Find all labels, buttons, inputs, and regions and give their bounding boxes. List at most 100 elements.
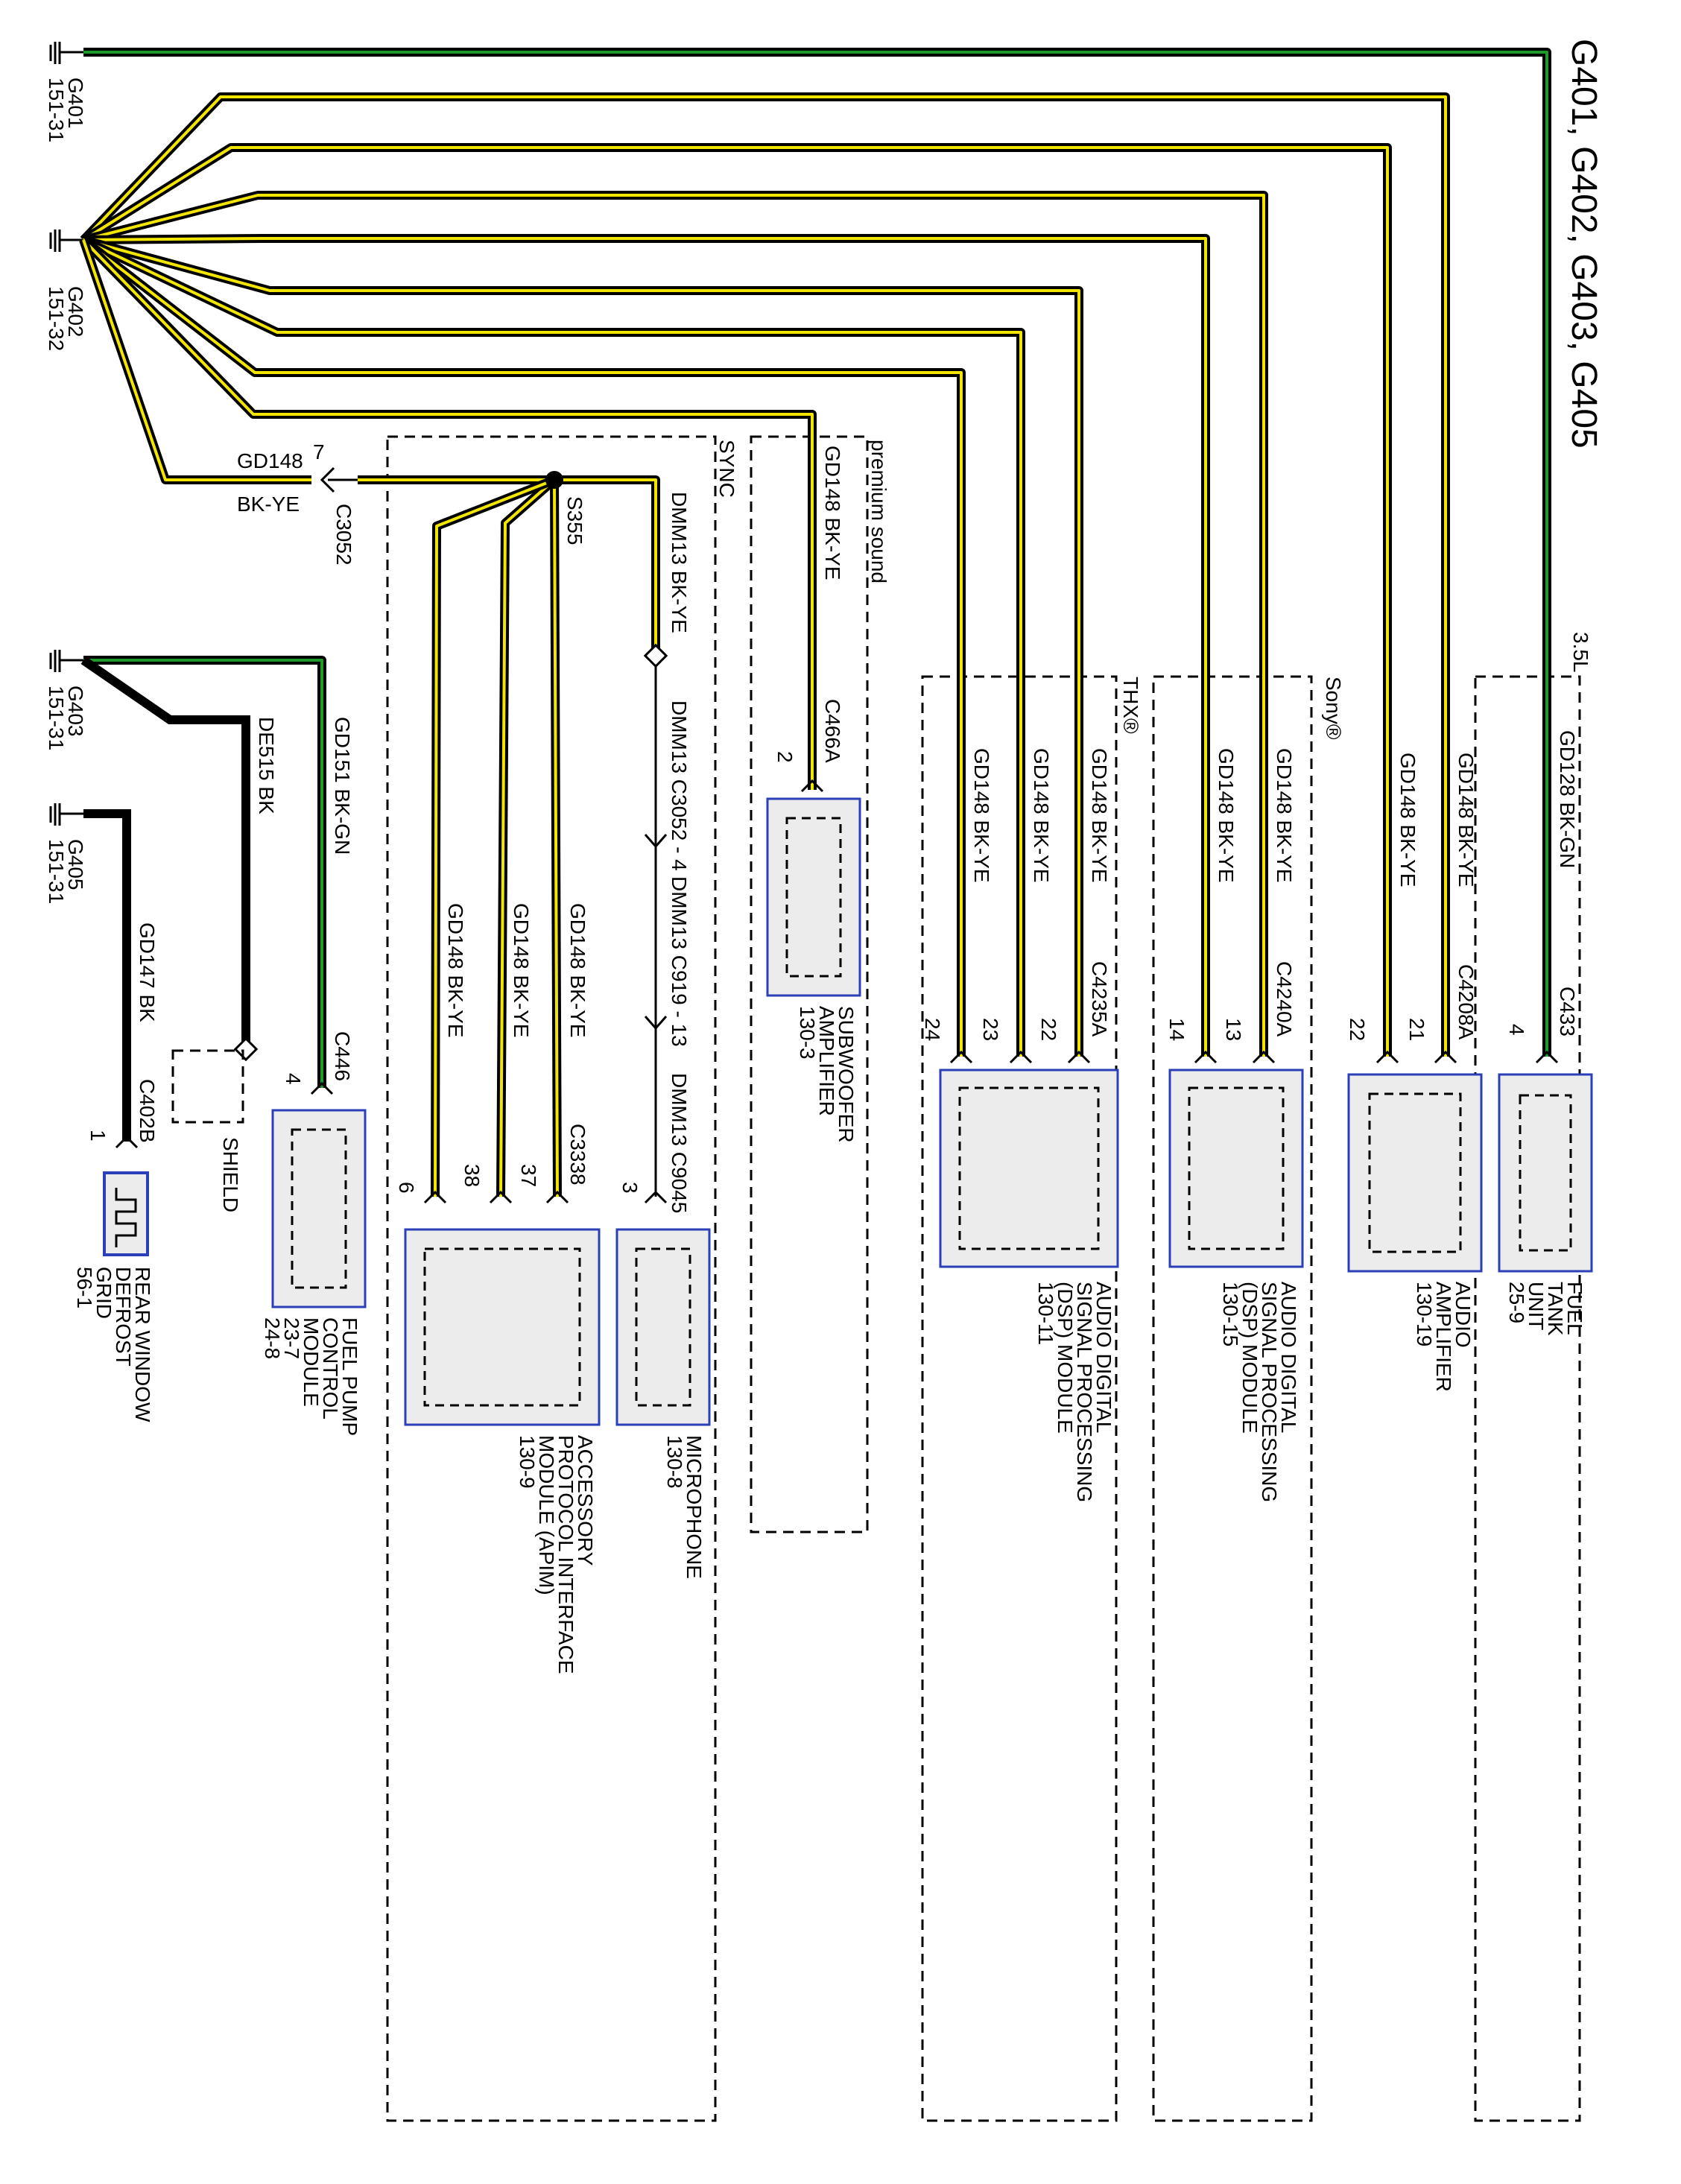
label-line: REAR WINDOW <box>131 1267 154 1422</box>
wire-bundle-gd148 <box>79 92 1450 1057</box>
component-subwoofer-amplifier <box>766 797 861 997</box>
wire-label-dmm13-c3052: DMM13 C3052 - 4 <box>668 700 691 871</box>
ground-label-g402: G402 <box>64 286 87 338</box>
component-audio-amplifier <box>1347 1073 1483 1273</box>
wire-dmm13 <box>643 643 668 1197</box>
pin-4-c446: 4 <box>282 1073 305 1085</box>
component-ref-audio-amplifier: 130-19 <box>1413 1282 1436 1346</box>
label-line: MODULE <box>300 1317 323 1407</box>
label-line: MICROPHONE <box>683 1435 706 1579</box>
connector-label-c466a: C466A <box>821 699 844 763</box>
pin-1-c402b: 1 <box>86 1130 110 1142</box>
component-label-audio-amplifier: AUDIOAMPLIFIER 130-19 <box>1413 1282 1475 1392</box>
label-line: 24-8 <box>261 1317 284 1359</box>
pin-22-c4208a: 22 <box>1346 1018 1369 1041</box>
component-ref-microphone: 130-8 <box>663 1435 686 1489</box>
pin-6-c3338: 6 <box>395 1182 418 1194</box>
component-label-rear-window-defrost-grid: REAR WINDOWDEFROSTGRID 56-1 <box>73 1267 154 1422</box>
component-ref-fuel-pump-control-module: 23-724-8 <box>261 1317 303 1359</box>
splice-label-s355: S355 <box>563 496 586 545</box>
wire-de515 <box>80 656 259 1062</box>
component-microphone <box>615 1228 711 1426</box>
wire-color-bk-ye-c3052: BK-YE <box>237 493 300 516</box>
label-line: TANK <box>1544 1282 1567 1336</box>
wire-gd128 <box>83 48 1551 1057</box>
label-line: FUEL <box>1563 1282 1586 1335</box>
component-name-audio-amplifier: AUDIOAMPLIFIER <box>1432 1282 1475 1392</box>
component-ref-fuel-tank-unit: 25-9 <box>1505 1282 1528 1323</box>
pin-23-c4235a: 23 <box>979 1018 1002 1041</box>
label-line: ACCESSORY <box>574 1435 597 1566</box>
label-line: PROTOCOL INTERFACE <box>554 1435 577 1674</box>
component-label-subwoofer-amplifier: SUBWOOFERAMPLIFIER 130-3 <box>796 1006 858 1143</box>
pin-24-c4235a: 24 <box>921 1018 944 1041</box>
component-fuel-pump-control-module <box>271 1109 367 1308</box>
component-ref-dsp-thx: 130-11 <box>1034 1282 1057 1345</box>
component-label-microphone: MICROPHONE 130-8 <box>663 1435 706 1579</box>
component-name-fuel-tank-unit: FUELTANKUNIT <box>1525 1282 1586 1336</box>
wire-label-gd148-14: GD148 BK-YE <box>1215 748 1238 883</box>
wire-label-gd148-21: GD148 BK-YE <box>1454 753 1478 887</box>
component-dsp-sony <box>1168 1069 1304 1268</box>
component-ref-dsp-sony: 130-15 <box>1219 1282 1242 1346</box>
label-line: AMPLIFIER <box>1432 1282 1455 1392</box>
label-line: SIGNAL PROCESSING <box>1073 1282 1096 1502</box>
option-label-sony: Sony® <box>1322 677 1345 740</box>
wire-label-dmm13-top: DMM13 BK-YE <box>668 492 691 633</box>
ground-ref-g405: 151-31 <box>45 839 68 904</box>
diagram-title: G401, G402, G403, G405 <box>1564 39 1604 449</box>
component-ref-rear-window-defrost-grid: 56-1 <box>73 1267 96 1308</box>
pin-38-c3338: 38 <box>460 1164 484 1187</box>
wire-label-de515: DE515 BK <box>255 717 278 814</box>
option-label-sync: SYNC <box>715 440 738 498</box>
option-box-3-5l <box>1474 675 1581 2122</box>
wire-gd147 <box>83 809 131 1142</box>
wire-gd151 <box>83 656 326 1088</box>
wire-label-gd148-38: GD148 BK-YE <box>510 903 533 1038</box>
connector-label-c3052: C3052 <box>332 504 355 566</box>
label-line: (DSP) MODULE <box>1238 1282 1261 1434</box>
connector-label-c3338: C3338 <box>566 1124 589 1186</box>
component-name-rear-window-defrost-grid: REAR WINDOWDEFROSTGRID <box>92 1267 154 1422</box>
connector-pin-arrows <box>115 779 1559 1204</box>
wire-label-gd151: GD151 BK-GN <box>331 717 354 855</box>
label-line: AUDIO DIGITAL <box>1092 1282 1115 1433</box>
component-label-fuel-pump-control-module: FUEL PUMPCONTROLMODULE 23-724-8 <box>261 1317 361 1436</box>
label-line: SUBWOOFER <box>835 1006 858 1143</box>
label-line: DEFROST <box>112 1267 135 1367</box>
connector-c3052 <box>320 466 358 493</box>
connector-label-c4240a: C4240A <box>1273 961 1296 1037</box>
label-line: MODULE (APIM) <box>535 1435 558 1595</box>
pin-14-c4240a: 14 <box>1165 1018 1188 1041</box>
wire-label-gd147: GD147 BK <box>136 922 159 1022</box>
label-line: CONTROL <box>319 1317 342 1419</box>
option-label-thx: THX® <box>1119 677 1142 734</box>
wire-label-gd148-6: GD148 BK-YE <box>444 903 467 1038</box>
component-name-fuel-pump-control-module: FUEL PUMPCONTROLMODULE <box>300 1317 361 1436</box>
ground-ref-g401: 151-31 <box>45 77 68 142</box>
ground-icon-g405 <box>49 803 83 826</box>
wire-label-gd128: GD128 BK-GN <box>1556 730 1579 868</box>
connector-label-c402b: C402B <box>136 1079 159 1143</box>
connector-label-c433: C433 <box>1556 987 1579 1036</box>
wire-label-gd148-22b: GD148 BK-YE <box>1088 748 1111 883</box>
label-line: AUDIO <box>1452 1282 1475 1348</box>
ground-label-g405: G405 <box>64 839 87 890</box>
label-line: (DSP) MODULE <box>1054 1282 1077 1434</box>
wire-label-gd148-37: GD148 BK-YE <box>566 903 589 1038</box>
pin-22-c4235a: 22 <box>1037 1018 1060 1041</box>
component-rear-window-defrost-grid <box>103 1171 149 1256</box>
connector-label-c4208a: C4208A <box>1454 964 1478 1040</box>
connector-label-c446: C446 <box>331 1031 354 1081</box>
component-name-dsp-sony: AUDIO DIGITALSIGNAL PROCESSING(DSP) MODU… <box>1238 1282 1300 1502</box>
pin-21-c4208a: 21 <box>1405 1018 1428 1041</box>
ground-icon-g401 <box>49 42 83 64</box>
component-label-dsp-sony: AUDIO DIGITALSIGNAL PROCESSING(DSP) MODU… <box>1219 1282 1300 1502</box>
option-box-sony <box>1152 675 1313 2122</box>
label-line: UNIT <box>1525 1282 1548 1330</box>
component-ref-subwoofer-amplifier: 130-3 <box>796 1006 819 1060</box>
wire-label-gd148-2: GD148 BK-YE <box>821 446 844 580</box>
component-fuel-tank-unit <box>1498 1073 1593 1273</box>
